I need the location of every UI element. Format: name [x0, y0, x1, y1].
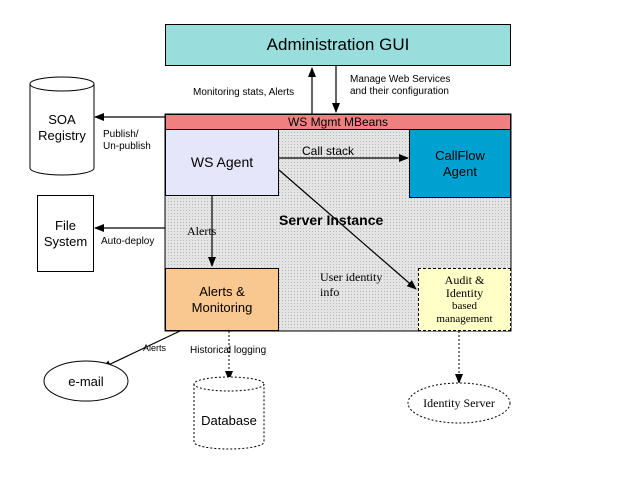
ws-mgmt-mbeans-label: WS Mgmt MBeans	[287, 115, 389, 129]
soa-registry-line1: SOA	[48, 112, 76, 127]
callflow-agent-line1: CallFlow	[435, 147, 485, 163]
alerts-monitoring-box: Alerts & Monitoring	[165, 268, 279, 331]
audit-identity-line4: management	[436, 312, 493, 325]
audit-identity-line2: Identity	[445, 285, 484, 300]
identity-server-label: Identity Server	[423, 395, 495, 410]
file-system-line1: File	[55, 217, 76, 233]
publish-label-line2: Un-publish	[103, 141, 151, 152]
manage-ws-label-line2: and their configuration	[350, 86, 449, 97]
database-label: Database	[201, 412, 257, 428]
manage-ws-label-line1: Manage Web Services	[350, 74, 451, 85]
email-label: e-mail	[68, 373, 104, 389]
publish-label-line1: Publish/	[103, 129, 139, 140]
ws-mgmt-mbeans-bar: WS Mgmt MBeans	[165, 114, 511, 130]
alerts-email-label: Alerts	[143, 343, 167, 353]
user-identity-label-line2: info	[320, 285, 340, 299]
callflow-agent-box: CallFlow Agent	[409, 129, 511, 198]
database-cylinder	[193, 376, 265, 450]
ws-agent-box: WS Agent	[165, 129, 279, 196]
soa-registry-line2: Registry	[38, 128, 86, 143]
server-instance-label: Server Instance	[279, 212, 384, 228]
audit-identity-line1: Audit &	[444, 272, 485, 287]
arrow-user-identity	[278, 169, 417, 290]
callflow-agent-line2: Agent	[443, 163, 477, 179]
historical-logging-label: Historical logging	[190, 345, 267, 356]
alerts-monitoring-line2: Monitoring	[191, 299, 253, 315]
administration-gui-box: Administration GUI	[165, 24, 511, 66]
administration-gui-label: Administration GUI	[266, 35, 410, 54]
ws-agent-label: WS Agent	[190, 154, 254, 170]
soa-registry-label: SOA Registry	[30, 108, 94, 148]
file-system-box: File System	[37, 195, 94, 272]
user-identity-label-line1: User identity	[320, 270, 383, 284]
auto-deploy-label: Auto-deploy	[101, 236, 155, 247]
soa-registry-cylinder	[29, 76, 95, 176]
file-system-line2: System	[43, 233, 88, 249]
arrow-alerts-email	[101, 330, 181, 369]
call-stack-label: Call stack	[302, 144, 355, 158]
alerts-internal-label: Alerts	[187, 224, 217, 238]
audit-identity-box: Audit & Identity based management	[418, 268, 511, 331]
monitoring-stats-label: Monitoring stats, Alerts	[193, 87, 295, 98]
email-ellipse	[43, 360, 129, 402]
alerts-monitoring-line1: Alerts &	[199, 283, 245, 299]
audit-identity-line3: based	[451, 299, 478, 312]
identity-server-ellipse	[407, 382, 511, 424]
